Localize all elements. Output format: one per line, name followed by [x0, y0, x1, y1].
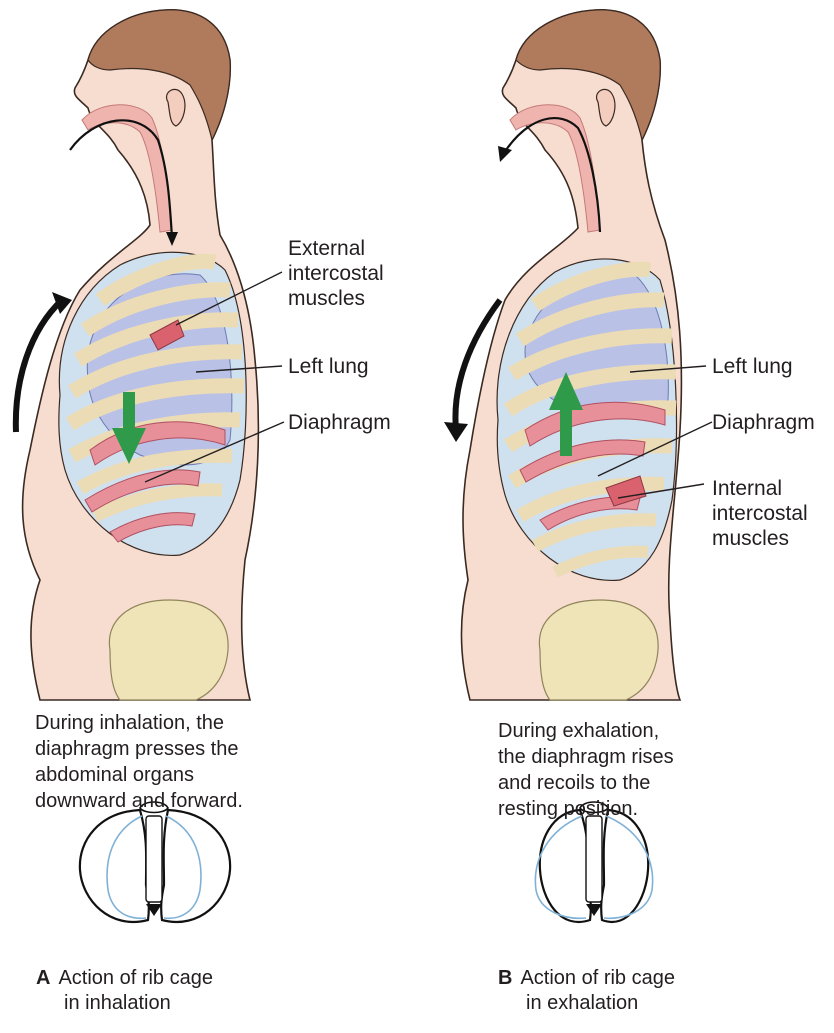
ribcage-diagram-inhalation	[80, 802, 230, 922]
pelvis-b	[539, 600, 658, 700]
inhalation-figure	[16, 10, 259, 700]
label-internal-intercostal-b: Internal intercostal muscles	[712, 476, 808, 551]
caption-inhalation: During inhalation, the diaphragm presses…	[35, 710, 243, 814]
label-diaphragm-b: Diaphragm	[712, 410, 815, 435]
label-left-lung-b: Left lung	[712, 354, 793, 379]
caption-exhalation: During exhalation, the diaphragm rises a…	[498, 718, 674, 822]
pelvis-a	[109, 600, 228, 700]
exhalation-figure	[444, 10, 681, 700]
label-external-intercostal-a: External intercostal muscles	[288, 236, 384, 311]
panel-letter-b: B	[498, 967, 512, 989]
panel-letter-a: A	[36, 967, 50, 989]
label-left-lung-a: Left lung	[288, 354, 369, 379]
label-diaphragm-a: Diaphragm	[288, 410, 391, 435]
